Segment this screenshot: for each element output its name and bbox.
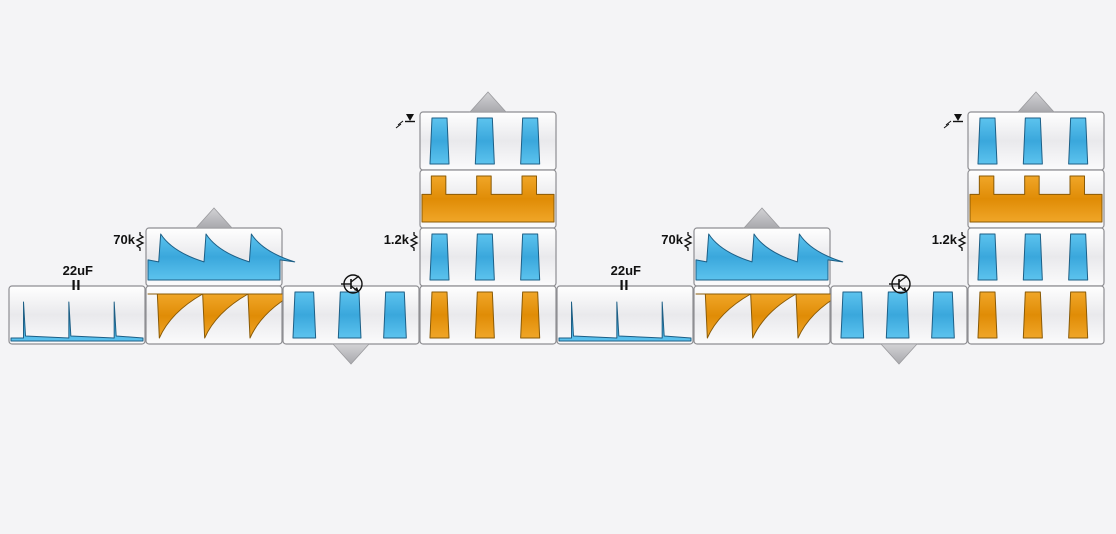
stage-8-cell-1 [967, 111, 1105, 171]
stage-8-cell-3 [967, 227, 1105, 287]
sawtooth-waveform [695, 233, 844, 281]
stage-7-cell-1 [830, 285, 968, 345]
square-waveform [977, 233, 1089, 281]
stage-4-cell-3 [419, 227, 557, 287]
stage-8-cell-4 [967, 285, 1105, 345]
transistor-icon [341, 274, 363, 294]
notch-waveform [421, 175, 555, 223]
stage-2-component-label: 70k [113, 232, 135, 247]
cell-panel [8, 285, 146, 345]
stage-2-cell-1 [145, 227, 296, 287]
stage-8-arrow-up-icon [1017, 91, 1055, 113]
stage-2-cell-2 [145, 285, 294, 345]
led-icon [943, 114, 963, 129]
stage-3-arrow-down-icon [332, 343, 370, 365]
transistor-icon [889, 274, 911, 294]
led-icon [395, 114, 415, 129]
resistor-icon [135, 232, 145, 251]
resistor-icon [957, 232, 967, 251]
resistor-icon [409, 232, 419, 251]
square-waveform [429, 291, 541, 339]
stage-6-arrow-up-icon [743, 207, 781, 229]
spike-waveform [10, 301, 144, 342]
stage-3-cell-1 [282, 285, 420, 345]
stage-6-component-label: 70k [661, 232, 683, 247]
pulse-waveform [292, 291, 407, 339]
square-waveform [977, 117, 1089, 165]
resistor-icon [683, 232, 693, 251]
stage-2-arrow-up-icon [195, 207, 233, 229]
sawtooth-inverted-waveform [147, 293, 294, 339]
spike-waveform [558, 301, 692, 342]
capacitor-icon [72, 280, 80, 290]
stage-4-cell-1 [419, 111, 557, 171]
capacitor-icon [620, 280, 628, 290]
stage-6-cell-2 [693, 285, 842, 345]
pulse-waveform [840, 291, 955, 339]
square-waveform [429, 117, 541, 165]
cell-panel [556, 285, 694, 345]
sawtooth-waveform [147, 233, 296, 281]
stage-8-component-label: 1.2k [931, 232, 957, 247]
stage-4-component-label: 1.2k [383, 232, 409, 247]
square-waveform [977, 291, 1089, 339]
stage-7-arrow-down-icon [880, 343, 918, 365]
stage-1-cell-1 [8, 285, 146, 345]
stage-1-component-label: 22uF [62, 263, 93, 278]
square-waveform [429, 233, 541, 281]
stage-6-cell-1 [693, 227, 844, 287]
stage-4-cell-2 [419, 169, 557, 229]
sawtooth-inverted-waveform [695, 293, 842, 339]
notch-waveform [969, 175, 1103, 223]
stage-8-cell-2 [967, 169, 1105, 229]
stage-4-arrow-up-icon [469, 91, 507, 113]
stage-4-cell-4 [419, 285, 557, 345]
stage-5-cell-1 [556, 285, 694, 345]
stage-5-component-label: 22uF [610, 263, 641, 278]
